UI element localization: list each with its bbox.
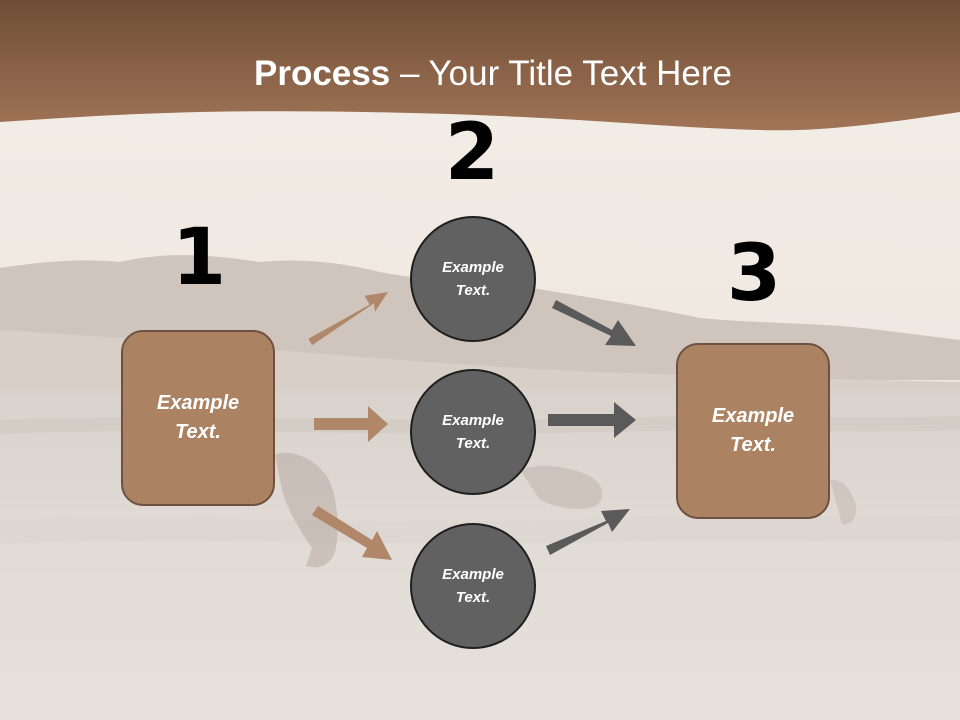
right-box-text: Example Text. [711, 405, 795, 456]
right-box: Example Text. [676, 343, 830, 519]
arrow-left-bottom [312, 506, 392, 560]
title-bold: Process [254, 54, 391, 93]
left-box-text: Example Text. [156, 392, 240, 443]
circle-bottom-text: Example Text. [442, 566, 504, 606]
arrow-left-top [308, 292, 388, 346]
circle-bottom: Example Text. [410, 523, 536, 649]
title-rest: – Your Title Text Here [390, 54, 732, 93]
arrow-right-top [552, 300, 636, 346]
arrow-right-bottom [546, 509, 630, 555]
arrow-left-middle [314, 406, 388, 442]
slide-title: Process – Your Title Text Here [0, 52, 960, 96]
left-box: Example Text. [121, 330, 275, 506]
circle-top: Example Text. [410, 216, 536, 342]
step-number-1: 1 [171, 213, 227, 303]
circle-middle: Example Text. [410, 369, 536, 495]
circle-top-text: Example Text. [442, 259, 504, 299]
step-number-2: 2 [444, 108, 500, 198]
step-number-3: 3 [726, 229, 782, 319]
arrow-right-middle [548, 402, 636, 438]
circle-middle-text: Example Text. [442, 412, 504, 452]
